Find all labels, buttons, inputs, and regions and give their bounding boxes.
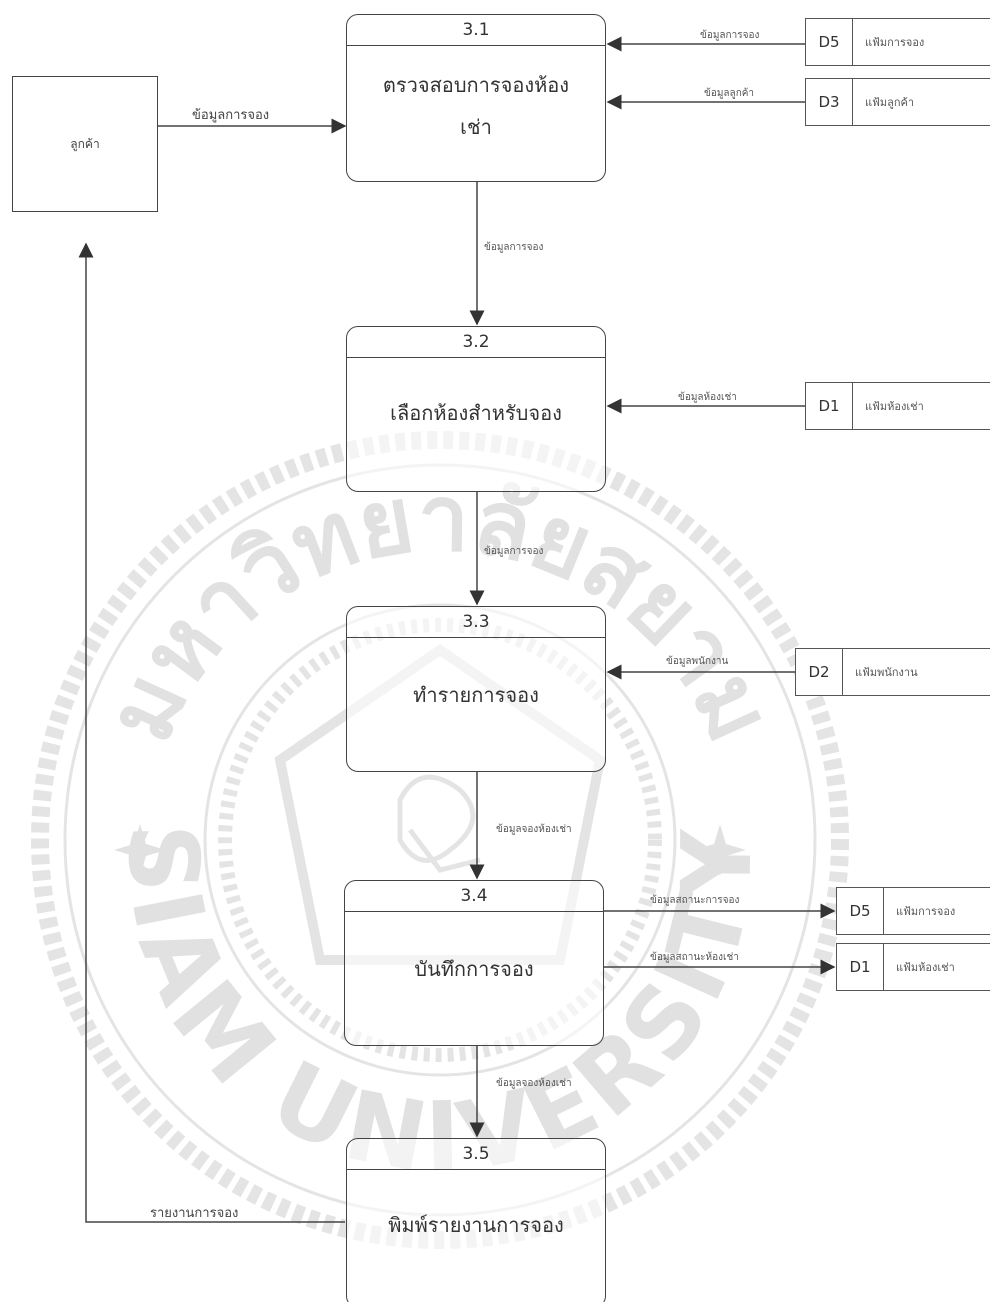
process-3-4-id: 3.4 (345, 881, 603, 912)
process-3-2-name: เลือกห้องสำหรับจอง (390, 401, 562, 425)
datastore-d2: D2 แฟ้มพนักงาน (795, 648, 990, 696)
entity-customer-label: ลูกค้า (70, 136, 100, 151)
flow-label-d1-to-32: ข้อมูลห้องเช่า (678, 392, 737, 403)
process-3-5-name: พิมพ์รายงานการจอง (388, 1213, 564, 1237)
process-3-2: 3.2 เลือกห้องสำหรับจอง (346, 326, 606, 492)
datastore-name: แฟ้มห้องเช่า (865, 400, 924, 413)
datastore-name: แฟ้มลูกค้า (865, 96, 915, 109)
process-3-4: 3.4 บันทึกการจอง (344, 880, 604, 1046)
process-3-1-name-line1: ตรวจสอบการจองห้อง (382, 73, 570, 97)
process-3-5: 3.5 พิมพ์รายงานการจอง (346, 1138, 606, 1302)
datastore-name: แฟ้มการจอง (896, 905, 956, 918)
datastore-id: D5 (837, 888, 884, 934)
flow-label-32-to-33: ข้อมูลการจอง (484, 546, 544, 557)
datastore-id: D1 (837, 944, 884, 990)
process-3-2-id: 3.2 (347, 327, 605, 358)
datastore-d5-bottom: D5 แฟ้มการจอง (836, 887, 990, 935)
process-3-3-name: ทำรายการจอง (413, 683, 539, 707)
process-3-1: 3.1 ตรวจสอบการจองห้อง เช่า (346, 14, 606, 182)
process-3-5-id: 3.5 (347, 1139, 605, 1170)
flow-label-34-to-35: ข้อมูลจองห้องเช่า (496, 1078, 572, 1089)
flow-label-d5-to-31: ข้อมูลการจอง (700, 30, 760, 41)
datastore-d3: D3 แฟ้มลูกค้า (805, 78, 990, 126)
flow-label-d3-to-31: ข้อมูลลูกค้า (704, 88, 755, 99)
flow-35-to-customer (78, 242, 345, 1223)
datastore-name: แฟ้มการจอง (865, 36, 925, 49)
datastore-d1-top: D1 แฟ้มห้องเช่า (805, 382, 990, 430)
process-3-3-id: 3.3 (347, 607, 605, 638)
flow-label-35-to-customer: รายงานการจอง (150, 1206, 239, 1221)
flow-label-33-to-34: ข้อมูลจองห้องเช่า (496, 824, 572, 835)
datastore-name: แฟ้มห้องเช่า (896, 961, 955, 974)
process-3-1-id: 3.1 (347, 15, 605, 46)
process-3-4-name: บันทึกการจอง (414, 957, 534, 981)
flow-label-34-to-d1: ข้อมูลสถานะห้องเช่า (650, 952, 739, 963)
flow-label-34-to-d5: ข้อมูลสถานะการจอง (650, 895, 740, 906)
datastore-name: แฟ้มพนักงาน (855, 666, 918, 679)
datastore-id: D1 (806, 383, 853, 429)
entity-customer: ลูกค้า (12, 76, 158, 212)
datastore-d5-top: D5 แฟ้มการจอง (805, 18, 990, 66)
datastore-id: D2 (796, 649, 843, 695)
datastore-d1-bottom: D1 แฟ้มห้องเช่า (836, 943, 990, 991)
flow-label-31-to-32: ข้อมูลการจอง (484, 242, 544, 253)
flow-label-d2-to-33: ข้อมูลพนักงาน (666, 656, 729, 667)
datastore-id: D5 (806, 19, 853, 65)
datastore-id: D3 (806, 79, 853, 125)
process-3-3: 3.3 ทำรายการจอง (346, 606, 606, 772)
flow-label-customer-to-31: ข้อมูลการจอง (192, 108, 270, 123)
process-3-1-name-line2: เช่า (460, 115, 492, 139)
